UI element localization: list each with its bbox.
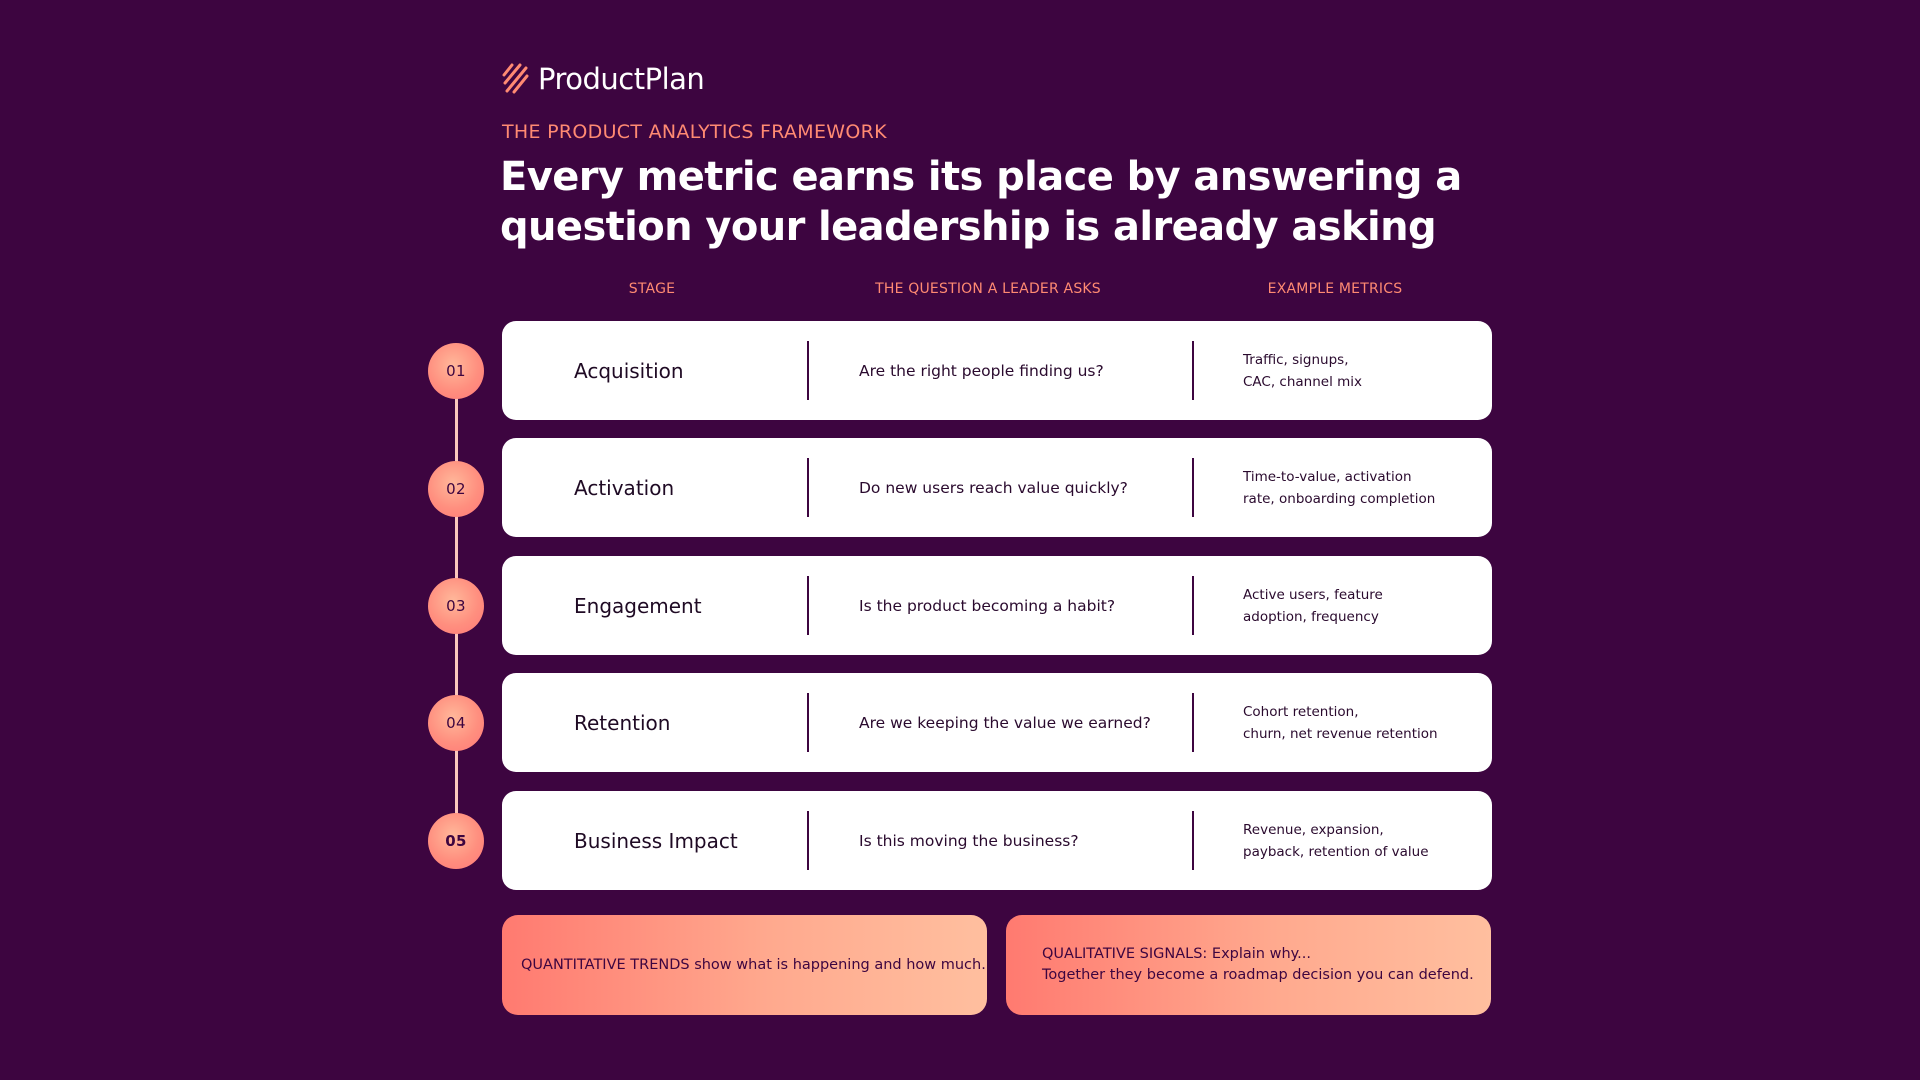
- column-divider: [1192, 693, 1194, 752]
- column-divider: [807, 576, 809, 635]
- quantitative-trends-card: QUANTITATIVE TRENDS show what is happeni…: [502, 915, 987, 1015]
- metrics-line: rate, onboarding completion: [1243, 490, 1436, 507]
- column-divider: [1192, 811, 1194, 870]
- eyebrow-label: THE PRODUCT ANALYTICS FRAMEWORK: [502, 121, 887, 143]
- example-metrics: Time-to-value, activation rate, onboardin…: [1243, 438, 1478, 537]
- column-header-question: THE QUESTION A LEADER ASKS: [875, 281, 1101, 297]
- qualitative-text-line2: Together they become a roadmap decision …: [1042, 967, 1474, 983]
- column-divider: [807, 341, 809, 400]
- stage-number-3: 03: [428, 578, 484, 634]
- stage-name: Engagement: [574, 593, 702, 618]
- column-header-metrics: EXAMPLE METRICS: [1267, 281, 1403, 297]
- metrics-line: Cohort retention,: [1243, 703, 1359, 720]
- stage-name: Business Impact: [574, 828, 738, 853]
- leader-question: Are we keeping the value we earned?: [859, 713, 1151, 732]
- brand-name: ProductPlan: [538, 62, 705, 96]
- column-divider: [807, 458, 809, 517]
- stage-number-4: 04: [428, 695, 484, 751]
- framework-row-business-impact: Business Impact Is this moving the busin…: [502, 791, 1492, 890]
- stage-number-5: 05: [428, 813, 484, 869]
- metrics-line: Traffic, signups,: [1243, 351, 1349, 368]
- qualitative-text-line1: QUALITATIVE SIGNALS: Explain why...: [1042, 946, 1311, 962]
- framework-row-retention: Retention Are we keeping the value we ea…: [502, 673, 1492, 772]
- stage-name: Retention: [574, 710, 671, 735]
- example-metrics: Active users, feature adoption, frequency: [1243, 556, 1478, 655]
- leader-question: Is this moving the business?: [859, 831, 1079, 850]
- column-divider: [807, 811, 809, 870]
- quantitative-text: QUANTITATIVE TRENDS show what is happeni…: [521, 956, 986, 973]
- stage-number-1: 01: [428, 343, 484, 399]
- brand-logo: ProductPlan: [502, 62, 705, 96]
- metrics-line: Active users, feature: [1243, 586, 1383, 603]
- stage-name: Activation: [574, 475, 675, 500]
- metrics-line: adoption, frequency: [1243, 608, 1379, 625]
- column-divider: [807, 693, 809, 752]
- example-metrics: Revenue, expansion, payback, retention of…: [1243, 791, 1478, 890]
- stage-name: Acquisition: [574, 358, 684, 383]
- framework-row-activation: Activation Do new users reach value quic…: [502, 438, 1492, 537]
- framework-row-engagement: Engagement Is the product becoming a hab…: [502, 556, 1492, 655]
- metrics-line: payback, retention of value: [1243, 843, 1429, 860]
- metrics-line: churn, net revenue retention: [1243, 725, 1438, 742]
- metrics-line: Time-to-value, activation: [1243, 468, 1412, 485]
- leader-question: Are the right people finding us?: [859, 361, 1104, 380]
- column-divider: [1192, 576, 1194, 635]
- productplan-logo-icon: [502, 63, 529, 94]
- metrics-line: Revenue, expansion,: [1243, 821, 1384, 838]
- column-header-stage: STAGE: [628, 281, 676, 297]
- example-metrics: Traffic, signups, CAC, channel mix: [1243, 321, 1478, 420]
- column-divider: [1192, 341, 1194, 400]
- column-divider: [1192, 458, 1194, 517]
- metrics-line: CAC, channel mix: [1243, 373, 1363, 390]
- example-metrics: Cohort retention, churn, net revenue rete…: [1243, 673, 1478, 772]
- leader-question: Do new users reach value quickly?: [859, 478, 1128, 497]
- page-title: Every metric earns its place by answerin…: [500, 154, 1462, 250]
- qualitative-signals-card: QUALITATIVE SIGNALS: Explain why... Toget…: [1006, 915, 1491, 1015]
- framework-row-acquisition: Acquisition Are the right people finding…: [502, 321, 1492, 420]
- leader-question: Is the product becoming a habit?: [859, 596, 1116, 615]
- stage-number-2: 02: [428, 461, 484, 517]
